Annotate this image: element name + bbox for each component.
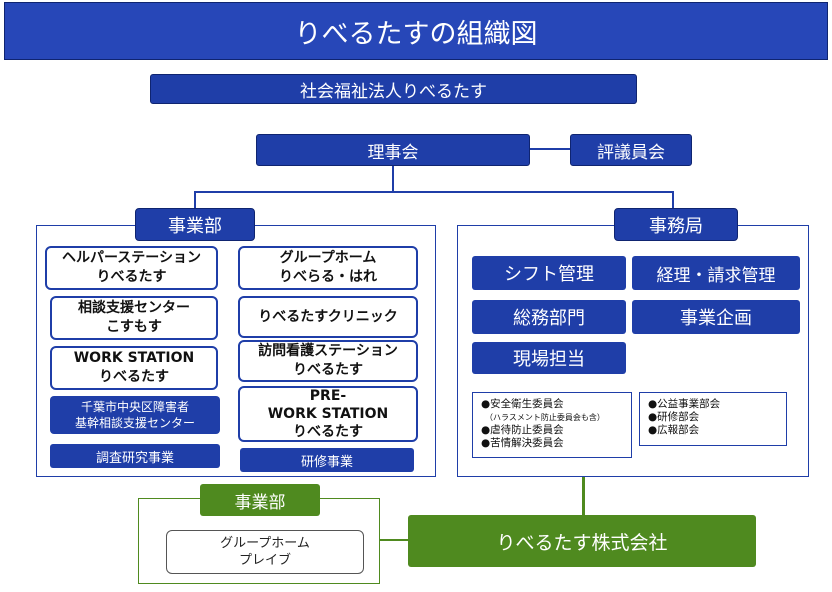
support-center-label: 千葉市中央区障害者 基幹相談支援センター xyxy=(74,400,195,430)
council-box: 評議員会 xyxy=(570,134,692,166)
grouphome-box: グループホーム りべらる・はれ xyxy=(238,246,418,290)
research-box: 調査研究事業 xyxy=(50,444,220,468)
secretariat-company-connector xyxy=(582,477,585,515)
field-box: 現場担当 xyxy=(472,342,626,374)
committee-harassment-note: （ハラスメント防止委員会も含） xyxy=(485,413,605,422)
committee-complaint: ●苦情解決委員会 xyxy=(481,437,564,449)
business-dept-header: 事業部 xyxy=(135,208,255,241)
planning-label: 事業企画 xyxy=(680,308,752,329)
committee-safety: ●安全衛生委員会 xyxy=(481,398,564,410)
secretariat-header: 事務局 xyxy=(614,208,738,241)
shift-label: シフト管理 xyxy=(504,264,594,285)
pre-work-station-box: PRE- WORK STATION りべるたす xyxy=(238,386,418,442)
research-label: 調査研究事業 xyxy=(95,450,174,466)
clinic-box: りべるたすクリニック xyxy=(238,296,418,338)
support-center-box: 千葉市中央区障害者 基幹相談支援センター xyxy=(50,396,220,434)
committee-pr: ●広報部会 xyxy=(648,424,700,436)
page-title: りべるたすの組織図 xyxy=(294,18,538,50)
branch-connector xyxy=(194,191,674,193)
pre-work-station-label: PRE- WORK STATION りべるたす xyxy=(267,388,389,440)
general-affairs-box: 総務部門 xyxy=(472,300,626,334)
accounting-box: 経理・請求管理 xyxy=(632,256,800,290)
committee-public: ●公益事業部会 xyxy=(648,398,721,410)
planning-box: 事業企画 xyxy=(632,300,800,334)
nursing-station-label: 訪問看護ステーション りべるたす xyxy=(258,343,398,378)
committee-abuse: ●虐待防止委員会 xyxy=(481,424,564,436)
corp-box: 社会福祉法人りべるたす xyxy=(150,74,637,104)
field-label: 現場担当 xyxy=(513,349,585,370)
accounting-label: 経理・請求管理 xyxy=(656,265,776,286)
nursing-station-box: 訪問看護ステーション りべるたす xyxy=(238,340,418,382)
board-box: 理事会 xyxy=(256,134,530,166)
training-label: 研修事業 xyxy=(300,454,353,470)
company-dept-header: 事業部 xyxy=(200,484,320,516)
company-dept-connector xyxy=(380,539,408,541)
consultation-center-label: 相談支援センター こすもす xyxy=(78,300,190,335)
board-down-connector xyxy=(392,166,394,192)
consultation-center-box: 相談支援センター こすもす xyxy=(50,296,218,340)
committee-training: ●研修部会 xyxy=(648,411,700,423)
grouphome-label: グループホーム りべらる・はれ xyxy=(279,250,377,285)
title-bar: りべるたすの組織図 xyxy=(4,2,828,60)
company-label: りべるたす株式会社 xyxy=(496,531,668,554)
grouphome-plave-label: グループホーム プレイブ xyxy=(220,536,310,568)
secretariat-label: 事務局 xyxy=(649,215,703,237)
committees-left-box: ●安全衛生委員会 （ハラスメント防止委員会も含） ●虐待防止委員会 ●苦情解決委… xyxy=(472,392,632,458)
company-dept-label: 事業部 xyxy=(234,492,286,513)
general-affairs-label: 総務部門 xyxy=(513,308,585,329)
corp-label: 社会福祉法人りべるたす xyxy=(300,81,487,102)
grouphome-plave-box: グループホーム プレイブ xyxy=(166,530,364,574)
shift-box: シフト管理 xyxy=(472,256,626,290)
business-dept-label: 事業部 xyxy=(168,215,222,237)
training-box: 研修事業 xyxy=(240,448,414,472)
helper-station-box: ヘルパーステーション りべるたす xyxy=(45,246,218,290)
board-council-connector xyxy=(530,148,570,150)
right-drop-connector xyxy=(672,191,674,210)
clinic-label: りべるたすクリニック xyxy=(258,308,398,325)
council-label: 評議員会 xyxy=(597,142,665,163)
work-station-label: WORK STATION りべるたす xyxy=(73,350,195,385)
work-station-box: WORK STATION りべるたす xyxy=(50,346,218,390)
committees-right-box: ●公益事業部会 ●研修部会 ●広報部会 xyxy=(639,392,787,446)
board-label: 理事会 xyxy=(367,142,419,163)
company-box: りべるたす株式会社 xyxy=(408,515,756,567)
helper-station-label: ヘルパーステーション りべるたす xyxy=(61,250,202,285)
left-drop-connector xyxy=(194,191,196,210)
